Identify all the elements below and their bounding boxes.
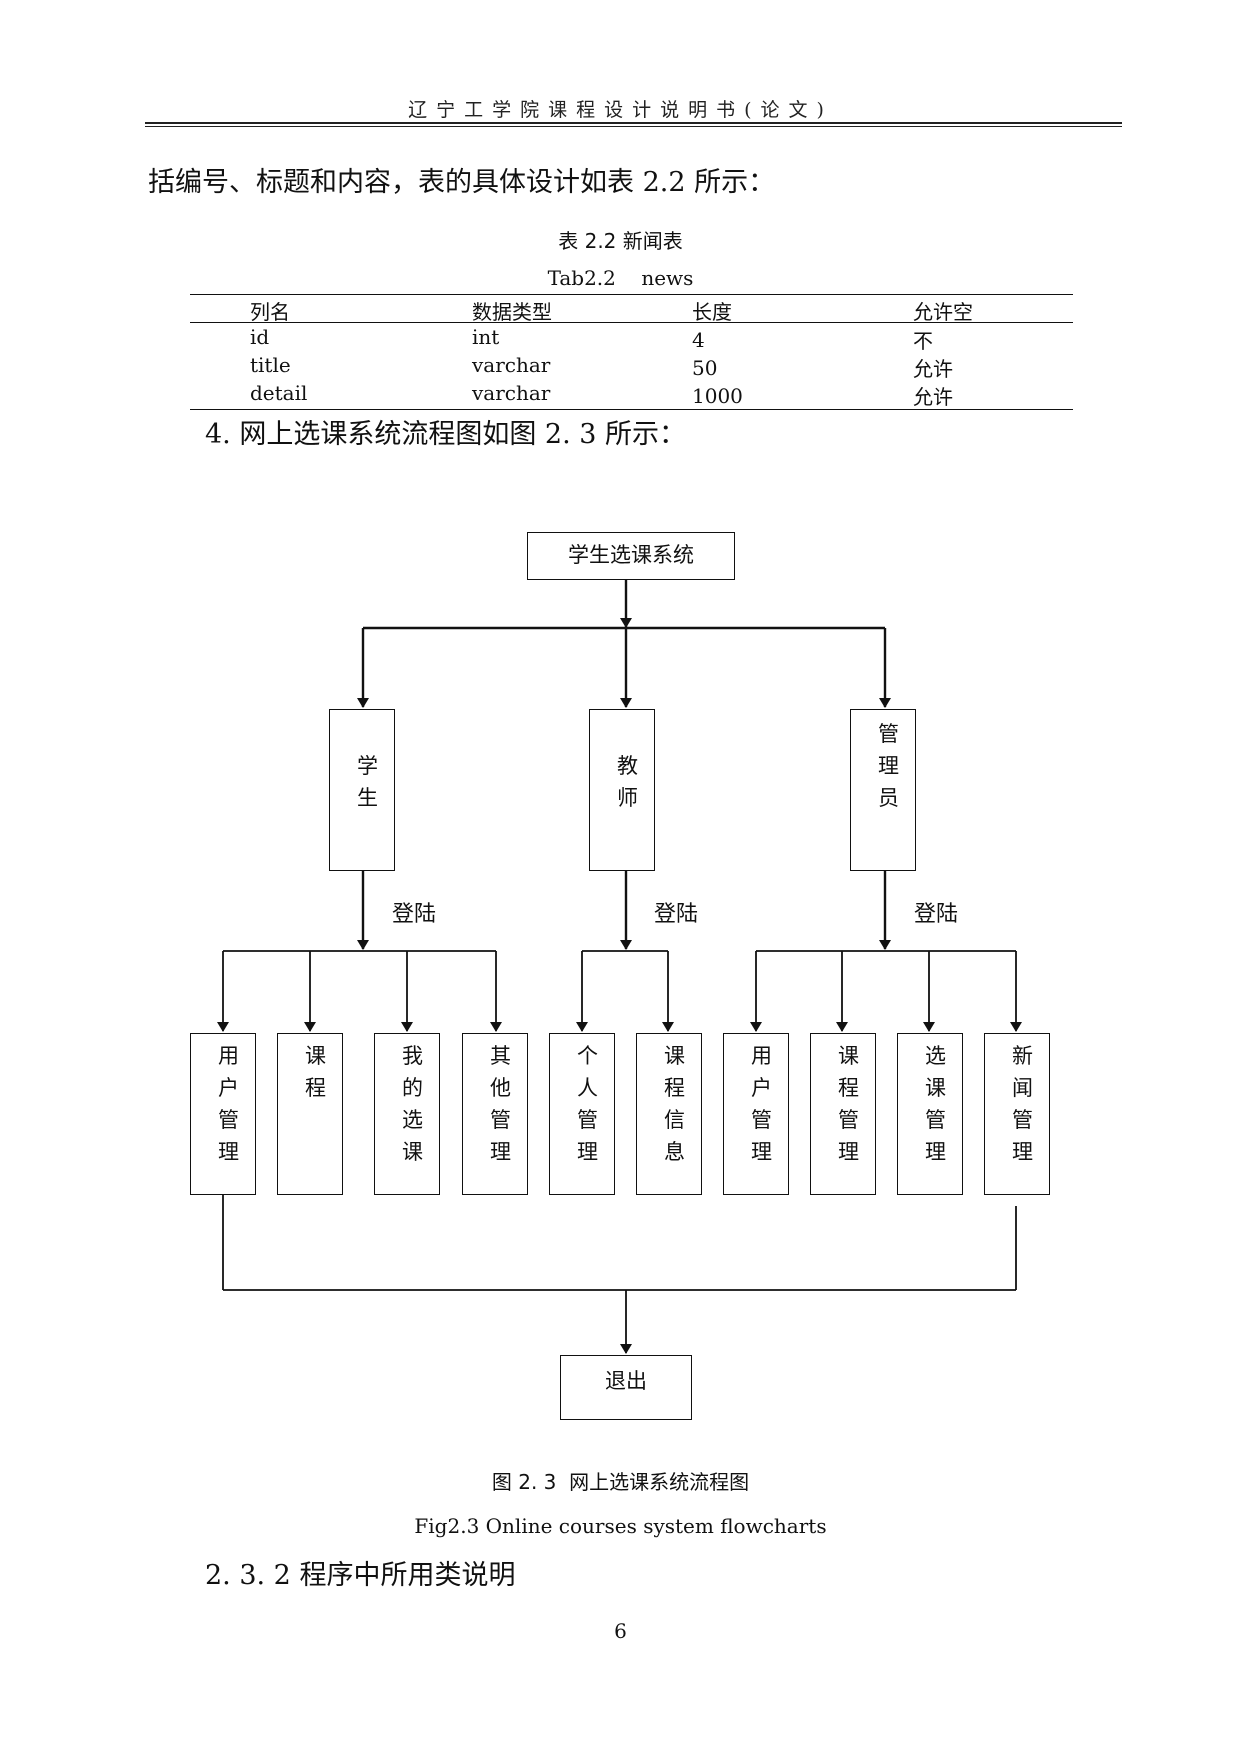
table-cell: 允许 bbox=[913, 357, 953, 381]
table-caption-cn: 表 2.2 新闻表 bbox=[558, 229, 683, 253]
table-cell: varchar bbox=[472, 381, 551, 405]
flow-module-label: 选课管理 bbox=[925, 1044, 946, 1164]
table-header-cell: 允许空 bbox=[913, 300, 973, 324]
flow-module-box: 新闻管理 bbox=[984, 1033, 1050, 1195]
flow-module-box: 课程管理 bbox=[810, 1033, 876, 1195]
table-caption-en: Tab2.2 news bbox=[547, 266, 694, 290]
flow-edge-label: 登陆 bbox=[654, 902, 699, 927]
flow-role-label: 教师 bbox=[617, 754, 638, 810]
figure-caption-cn: 图 2. 3 网上选课系统流程图 bbox=[491, 1470, 750, 1494]
flow-module-label: 课程 bbox=[305, 1044, 326, 1100]
table-cell: 4 bbox=[692, 328, 705, 352]
table-cell: title bbox=[250, 353, 291, 377]
table-bottom-rule bbox=[190, 409, 1073, 410]
flow-edge-label: 登陆 bbox=[914, 902, 959, 927]
table-cell: detail bbox=[250, 381, 308, 405]
flow-module-box: 课程 bbox=[277, 1033, 343, 1195]
flow-module-label: 课程信息 bbox=[664, 1044, 685, 1164]
flow-module-label: 我的选课 bbox=[402, 1044, 423, 1164]
figure-caption-en: Fig2.3 Online courses system flowcharts bbox=[414, 1514, 827, 1538]
table-cell: varchar bbox=[472, 353, 551, 377]
flow-role-label: 学生 bbox=[357, 754, 378, 810]
flow-root-box: 学生选课系统 bbox=[527, 532, 735, 580]
flow-module-box: 用户管理 bbox=[723, 1033, 789, 1195]
table-header-rule bbox=[190, 322, 1073, 323]
flow-module-label: 用户管理 bbox=[751, 1044, 772, 1164]
flow-edge-label: 登陆 bbox=[392, 902, 437, 927]
flow-role-teacher: 教师 bbox=[589, 709, 655, 871]
table-cell: 50 bbox=[692, 356, 718, 380]
table-header-cell: 数据类型 bbox=[472, 300, 552, 324]
table-cell: 不 bbox=[913, 329, 933, 353]
flow-module-label: 课程管理 bbox=[838, 1044, 859, 1164]
flow-role-admin: 管理员 bbox=[850, 709, 916, 871]
intro-paragraph: 括编号、标题和内容，表的具体设计如表 2.2 所示： bbox=[148, 167, 776, 198]
flow-module-box: 个人管理 bbox=[549, 1033, 615, 1195]
flow-role-label: 管理员 bbox=[878, 722, 899, 810]
page-number: 6 bbox=[614, 1619, 627, 1643]
flow-module-label: 新闻管理 bbox=[1012, 1044, 1033, 1164]
flow-module-label: 个人管理 bbox=[577, 1044, 598, 1164]
flow-module-label: 其他管理 bbox=[490, 1044, 511, 1164]
flow-module-box: 我的选课 bbox=[374, 1033, 440, 1195]
table-cell: 1000 bbox=[692, 384, 743, 408]
section-heading: 2. 3. 2 程序中所用类说明 bbox=[205, 1560, 516, 1591]
flow-module-box: 课程信息 bbox=[636, 1033, 702, 1195]
flow-module-box: 用户管理 bbox=[190, 1033, 256, 1195]
header-rule bbox=[145, 122, 1122, 124]
flow-exit-box: 退出 bbox=[560, 1355, 692, 1420]
table-cell: 允许 bbox=[913, 385, 953, 409]
table-header-cell: 长度 bbox=[692, 300, 732, 324]
flow-module-box: 其他管理 bbox=[462, 1033, 528, 1195]
flow-module-label: 用户管理 bbox=[218, 1044, 239, 1164]
table-cell: id bbox=[250, 325, 270, 349]
header-rule-thin bbox=[145, 126, 1122, 127]
table-header-cell: 列名 bbox=[250, 300, 290, 324]
table-cell: int bbox=[472, 325, 500, 349]
flow-intro: 4. 网上选课系统流程图如图 2. 3 所示： bbox=[205, 419, 687, 450]
running-header: 辽宁工学院课程设计说明书(论文) bbox=[408, 99, 833, 121]
flow-role-student: 学生 bbox=[329, 709, 395, 871]
table-top-rule bbox=[190, 294, 1073, 295]
flow-module-box: 选课管理 bbox=[897, 1033, 963, 1195]
